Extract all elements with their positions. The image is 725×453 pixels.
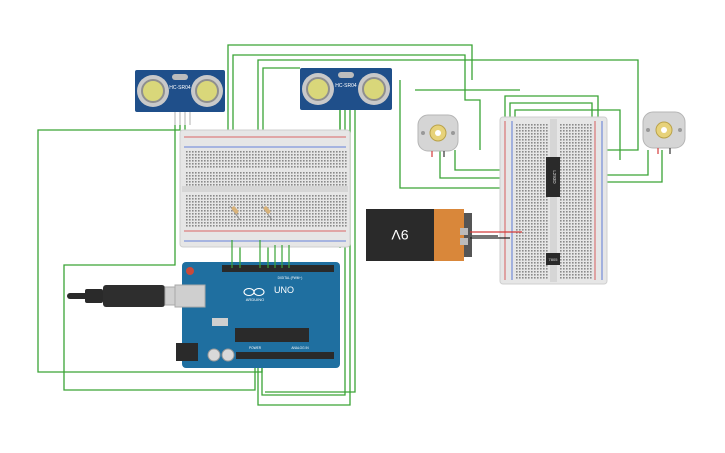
breadboard-right	[499, 116, 608, 285]
arduino-brand: ARDUINO	[246, 297, 264, 302]
battery-9v[interactable]: 9V	[366, 209, 472, 261]
arduino-logo-icon	[243, 287, 265, 297]
arduino-model: UNO	[274, 285, 294, 295]
motor-driver-ic[interactable]: L293D	[546, 157, 560, 197]
sensor-left-label: HC-SR04	[169, 85, 191, 91]
dc-motor-left[interactable]	[417, 114, 459, 157]
resistor-right	[261, 205, 273, 221]
regulator-label: 7805	[549, 257, 559, 262]
arduino-power-label: POWER	[249, 346, 262, 350]
ultrasonic-sensor-left[interactable]: HC-SR04	[135, 70, 225, 125]
arduino-digital-label: DIGITAL (PWM~)	[278, 276, 303, 280]
resistor-left	[229, 205, 241, 221]
arduino-analog-label: ANALOG IN	[291, 346, 309, 350]
battery-label: 9V	[391, 227, 409, 243]
ultrasonic-sensor-right[interactable]: HC-SR04	[300, 68, 392, 110]
sensor-right-label: HC-SR04	[335, 83, 357, 89]
dc-motor-right[interactable]	[642, 111, 686, 154]
arduino-header-wires	[231, 240, 290, 268]
breadboard-left	[179, 129, 351, 248]
arduino-uno[interactable]: ARDUINO UNO DIGITAL (PWM~) POWER ANALOG …	[174, 262, 340, 368]
voltage-regulator[interactable]: 7805	[546, 253, 560, 265]
driver-ic-label: L293D	[552, 170, 557, 184]
